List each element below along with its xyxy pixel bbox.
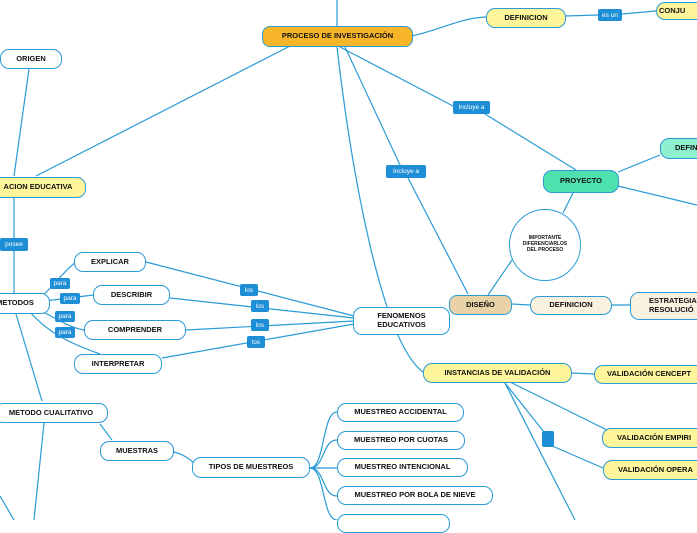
node-label: TIPOS DE MUESTREOS bbox=[208, 462, 294, 472]
node-label: PROCESO DE INVESTIGACIÓN bbox=[281, 31, 394, 41]
muestreo-por-cuotas-node[interactable]: MUESTREO POR CUOTAS bbox=[337, 431, 465, 450]
muestreo-intencional-node[interactable]: MUESTREO INTENCIONAL bbox=[337, 458, 468, 477]
edge-label-incluye-a: Incluye a bbox=[386, 165, 426, 178]
muestreo-bola-de-nieve-node[interactable]: MUESTREO POR BOLA DE NIEVE bbox=[337, 486, 493, 505]
edge-label-los: los bbox=[240, 284, 258, 296]
node-label: INSTANCIAS DE VALIDACIÓN bbox=[444, 367, 551, 377]
node-label: MUESTREO ACCIDENTAL bbox=[354, 407, 447, 417]
edge-label-para: para bbox=[60, 293, 80, 304]
node-label: PROYECTO bbox=[560, 176, 602, 186]
node-label: FENOMENOS EDUCATIVOS bbox=[377, 311, 426, 329]
tipos-de-muestreos-node[interactable]: TIPOS DE MUESTREOS bbox=[192, 457, 310, 478]
validacion-empiri-node[interactable]: VALIDACIÓN EMPIRI bbox=[602, 428, 697, 448]
definicion-mid-node[interactable]: DEFINICION bbox=[530, 296, 612, 315]
describir-node[interactable]: DESCRIBIR bbox=[93, 285, 170, 305]
edge-label-los: los bbox=[247, 336, 265, 348]
node-label: MUESTREO POR BOLA DE NIEVE bbox=[354, 490, 476, 500]
metodos-node[interactable]: METODOS bbox=[0, 293, 50, 314]
node-label: MUESTREO POR CUOTAS bbox=[353, 435, 449, 445]
estrategia-node[interactable]: ESTRATEGIA RESOLUCIÓ bbox=[630, 292, 697, 320]
origen-node[interactable]: ORIGEN bbox=[0, 49, 62, 69]
node-label: VALIDACIÓN EMPIRI bbox=[617, 432, 692, 442]
node-label: ACION EDUCATIVA bbox=[3, 182, 73, 192]
fenomenos-educativos-node[interactable]: FENOMENOS EDUCATIVOS bbox=[353, 307, 450, 335]
node-label: ORIGEN bbox=[16, 53, 46, 63]
node-label: MUESTREO INTENCIONAL bbox=[354, 462, 451, 472]
muestreo-extra-node[interactable] bbox=[337, 514, 450, 533]
node-label: METODOS bbox=[0, 298, 34, 308]
interpretar-node[interactable]: INTERPRETAR bbox=[74, 354, 162, 374]
edge-label-los: los bbox=[251, 300, 269, 312]
node-label: DEFINICION bbox=[549, 300, 593, 310]
edge-label-para: para bbox=[55, 311, 75, 322]
node-label: IMPORTANTE DIFERENCIARLOS DEL PROCESO bbox=[522, 235, 568, 253]
defin-right-node[interactable]: DEFIN bbox=[660, 138, 697, 159]
node-label: DEFIN bbox=[675, 143, 697, 153]
importante-diferenciarlos-node[interactable]: IMPORTANTE DIFERENCIARLOS DEL PROCESO bbox=[509, 209, 581, 281]
node-label: EXPLICAR bbox=[91, 256, 129, 266]
diseno-node[interactable]: DISEÑO bbox=[449, 295, 512, 315]
proyecto-node[interactable]: PROYECTO bbox=[543, 170, 619, 193]
node-label: DESCRIBIR bbox=[110, 289, 153, 299]
explicar-node[interactable]: EXPLICAR bbox=[74, 252, 146, 272]
edge-label-posee: posee bbox=[0, 238, 28, 251]
node-label: COMPRENDER bbox=[107, 324, 163, 334]
comprender-node[interactable]: COMPRENDER bbox=[84, 320, 186, 340]
node-label: CONJU bbox=[659, 5, 686, 15]
metodo-cualitativo-node[interactable]: METODO CUALITATIVO bbox=[0, 403, 108, 423]
edge-label-es-un: es un bbox=[598, 9, 622, 21]
node-label: VALIDACIÓN CENCEPT bbox=[607, 369, 692, 379]
node-label: INTERPRETAR bbox=[91, 358, 145, 368]
node-label: DISEÑO bbox=[466, 299, 495, 309]
node-label: VALIDACIÓN OPERA bbox=[618, 464, 693, 474]
edge-label-para: para bbox=[50, 278, 70, 289]
edge-label-incluye-a: Incluye a bbox=[453, 101, 490, 114]
conju-node[interactable]: CONJU bbox=[656, 2, 697, 20]
node-label: DEFINICION bbox=[504, 12, 548, 22]
investigacion-educativa-node[interactable]: ACION EDUCATIVA bbox=[0, 177, 86, 198]
definicion-top-node[interactable]: DEFINICION bbox=[486, 8, 566, 28]
proceso-de-investigacion-node[interactable]: PROCESO DE INVESTIGACIÓN bbox=[262, 26, 413, 47]
muestras-node[interactable]: MUESTRAS bbox=[100, 441, 174, 461]
edge-label-los: los bbox=[251, 319, 269, 331]
instancias-de-validacion-node[interactable]: INSTANCIAS DE VALIDACIÓN bbox=[423, 363, 572, 383]
node-label: MUESTRAS bbox=[115, 445, 159, 455]
edge-label-para: para bbox=[55, 327, 75, 338]
node-label: ESTRATEGIA RESOLUCIÓ bbox=[649, 296, 697, 314]
node-label: METODO CUALITATIVO bbox=[8, 407, 94, 417]
muestreo-accidental-node[interactable]: MUESTREO ACCIDENTAL bbox=[337, 403, 464, 422]
validacion-opera-node[interactable]: VALIDACIÓN OPERA bbox=[603, 460, 697, 480]
validacion-cencept-node[interactable]: VALIDACIÓN CENCEPT bbox=[594, 365, 697, 384]
edge-label-empty bbox=[542, 431, 554, 447]
